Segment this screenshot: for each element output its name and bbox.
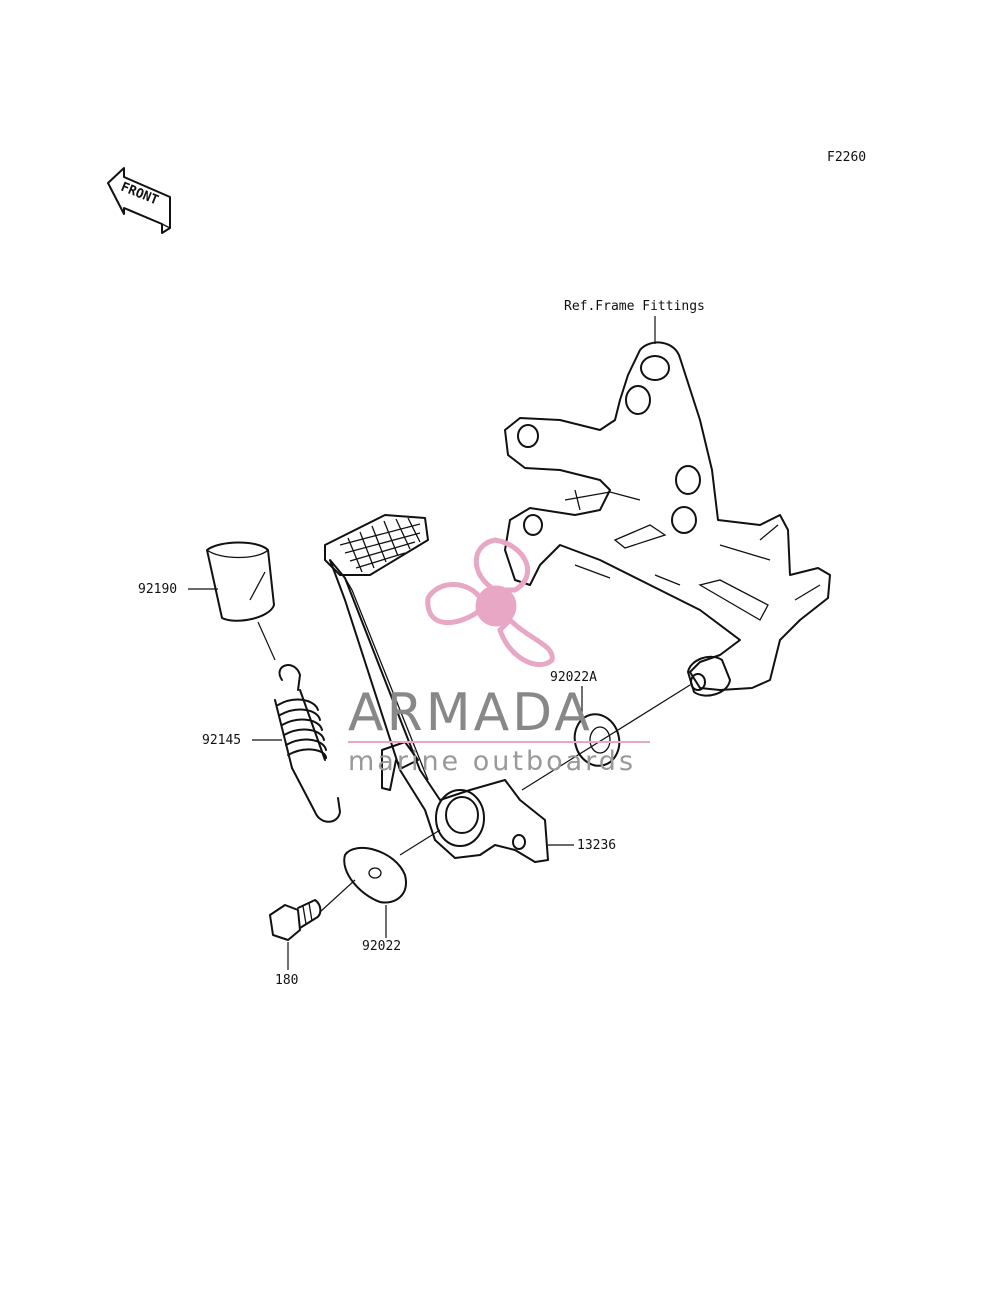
part-number-92145: 92145 xyxy=(202,733,241,748)
return-spring xyxy=(274,664,341,823)
part-number-180: 180 xyxy=(275,973,298,988)
watermark-brand: ARMADA xyxy=(348,683,593,743)
frame-bracket xyxy=(504,341,831,697)
front-arrow-icon: FRONT xyxy=(107,167,171,234)
washer-92022 xyxy=(343,846,407,904)
part-number-92022: 92022 xyxy=(362,939,401,954)
washer-92022a xyxy=(573,713,621,767)
part-number-92190: 92190 xyxy=(138,582,177,597)
figure-code: F2260 xyxy=(827,150,866,165)
spring-sleeve xyxy=(206,541,275,622)
part-number-92022a: 92022A xyxy=(550,670,597,685)
brake-pedal xyxy=(324,514,549,863)
propeller-logo-icon xyxy=(425,537,555,668)
part-number-13236: 13236 xyxy=(577,838,616,853)
watermark-tagline: marine outboards xyxy=(348,746,636,777)
armada-watermark: ARMADA marine outboards xyxy=(348,537,650,777)
ref-frame-label: Ref.Frame Fittings xyxy=(564,299,705,314)
bolt-180 xyxy=(269,899,322,941)
